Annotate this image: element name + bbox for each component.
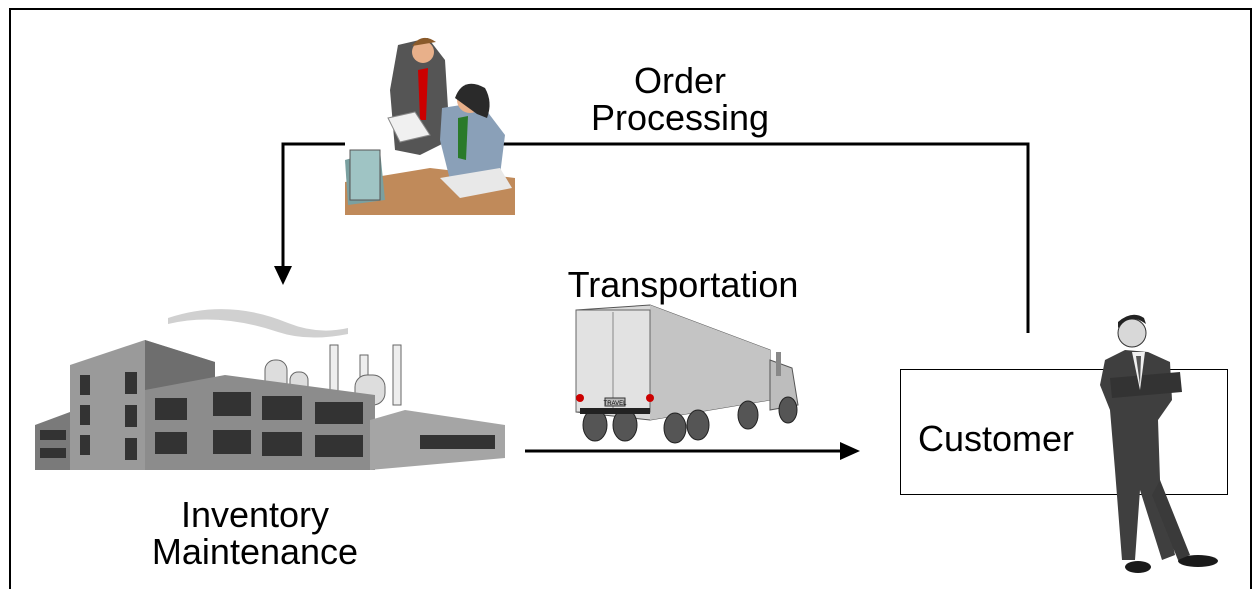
order-processing-label: Order Processing [560, 62, 800, 136]
transportation-label: Transportation [567, 264, 799, 305]
order-processing-line1: Order [633, 60, 727, 101]
inventory-maintenance-label: Inventory Maintenance [120, 496, 390, 570]
semi-truck-icon [575, 304, 799, 444]
office-workers-icon [345, 37, 515, 215]
down-arrowhead [274, 266, 292, 285]
customer-label: Customer [918, 418, 1075, 459]
inventory-line2: Maintenance [151, 531, 359, 572]
inventory-line1: Inventory [180, 494, 330, 535]
order-processing-line2: Processing [590, 97, 770, 138]
truck-plate: TRAVEL [604, 401, 628, 407]
customer-to-order-line [500, 142, 1030, 333]
right-arrowhead [840, 442, 860, 460]
diagram-frame [9, 8, 1252, 589]
factory-icon [35, 309, 505, 470]
flow-connectors [281, 142, 1030, 453]
order-to-inventory-line [281, 142, 345, 270]
businessman-icon [1100, 314, 1218, 573]
